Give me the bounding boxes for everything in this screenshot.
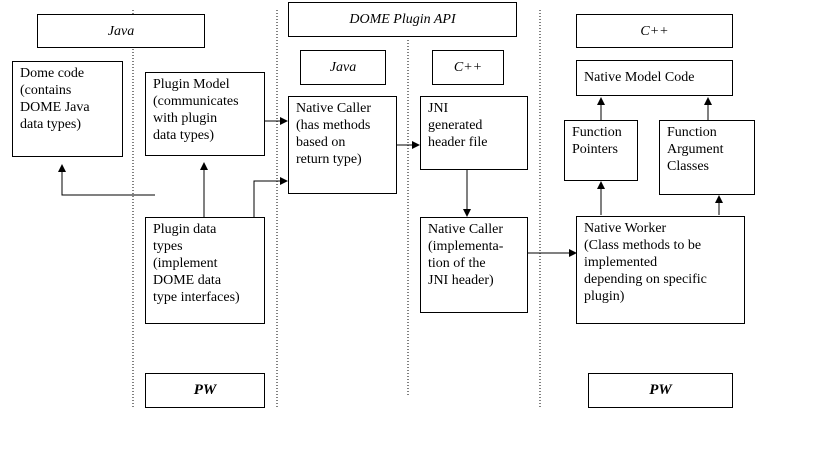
jni-header-box: JNI generated header file <box>420 96 528 170</box>
dome-code-box: Dome code (contains DOME Java data types… <box>12 61 123 157</box>
plugin-data-types-box: Plugin data types (implement DOME data t… <box>145 217 265 324</box>
header-java: Java <box>37 14 205 48</box>
native-model-code-box: Native Model Code <box>576 60 733 96</box>
pw-box-right: PW <box>588 373 733 408</box>
header-dome-plugin-api: DOME Plugin API <box>288 2 517 37</box>
header-api-java: Java <box>300 50 386 85</box>
function-argument-classes-box: Function Argument Classes <box>659 120 755 195</box>
function-pointers-box: Function Pointers <box>564 120 638 181</box>
native-caller-java-box: Native Caller (has methods based on retu… <box>288 96 397 194</box>
header-api-cpp: C++ <box>432 50 504 85</box>
plugin-model-box: Plugin Model (communicates with plugin d… <box>145 72 265 156</box>
native-caller-cpp-box: Native Caller (implementa- tion of the J… <box>420 217 528 313</box>
pw-box-left: PW <box>145 373 265 408</box>
native-worker-box: Native Worker (Class methods to be imple… <box>576 216 745 324</box>
header-cpp: C++ <box>576 14 733 48</box>
arrow-plugin-data-to-native-caller <box>253 177 288 217</box>
arrow-plugin-data-to-dome-code <box>58 164 155 196</box>
